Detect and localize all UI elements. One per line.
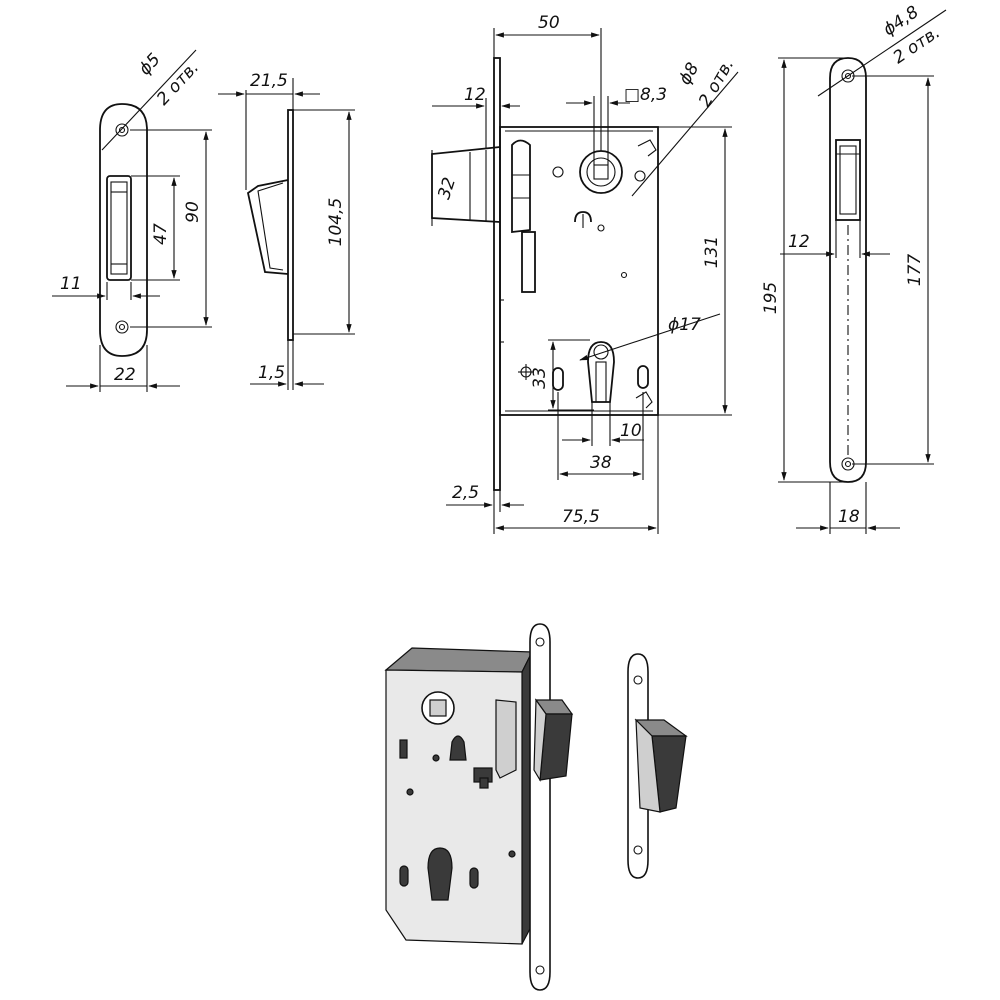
dim-cylinder-diameter: ϕ17	[668, 315, 701, 335]
dim-cylinder-backset: 38	[590, 453, 612, 473]
dim-faceplate-hole-spacing: 177	[905, 254, 925, 287]
dim-faceplate-latch-width: 12	[788, 232, 810, 252]
dim-body-depth: 75,5	[562, 507, 600, 527]
dim-strike-hole-diameter: ϕ5	[135, 50, 165, 80]
dim-faceplate-width: 18	[838, 507, 860, 527]
dim-backset: 50	[538, 13, 560, 33]
dim-latch-profile-height: 104,5	[326, 198, 346, 247]
lock-body-isometric	[384, 623, 574, 991]
faceplate-front-view: 12 195 177 18 ϕ4,8 2 отв.	[761, 2, 947, 534]
dim-faceplate-thickness: 2,5	[452, 483, 479, 503]
dim-latch-projection: 21,5	[250, 71, 288, 91]
strike-plate-front-view: 47 90 11 22 ϕ5 2 отв.	[52, 49, 212, 392]
lock-body-front-view: 50 12 32 □8,3 ϕ8 2 отв. 131 ϕ17 33	[431, 13, 739, 534]
dim-body-height: 131	[702, 236, 722, 268]
strike-plate-isometric	[627, 653, 688, 879]
dim-strike-hole-spacing: 90	[183, 201, 203, 223]
dim-spindle-square: □8,3	[624, 85, 667, 105]
dim-body-hole-count: 2 отв.	[695, 56, 738, 111]
dim-strike-slot-height: 47	[151, 223, 171, 245]
dim-cylinder-height: 33	[530, 367, 550, 389]
dim-latch-width: 12	[464, 85, 486, 105]
dim-latch-plate-thickness: 1,5	[258, 363, 285, 383]
dim-faceplate-length: 195	[761, 282, 781, 314]
dim-strike-slot-offset: 11	[60, 274, 82, 294]
dim-body-hole-diameter: ϕ8	[675, 59, 703, 88]
dim-strike-width: 22	[114, 365, 136, 385]
dim-cylinder-width: 10	[620, 421, 642, 441]
dim-latch-height: 32	[434, 175, 460, 202]
strike-plate-side-view: 21,5 104,5 1,5	[218, 71, 355, 390]
